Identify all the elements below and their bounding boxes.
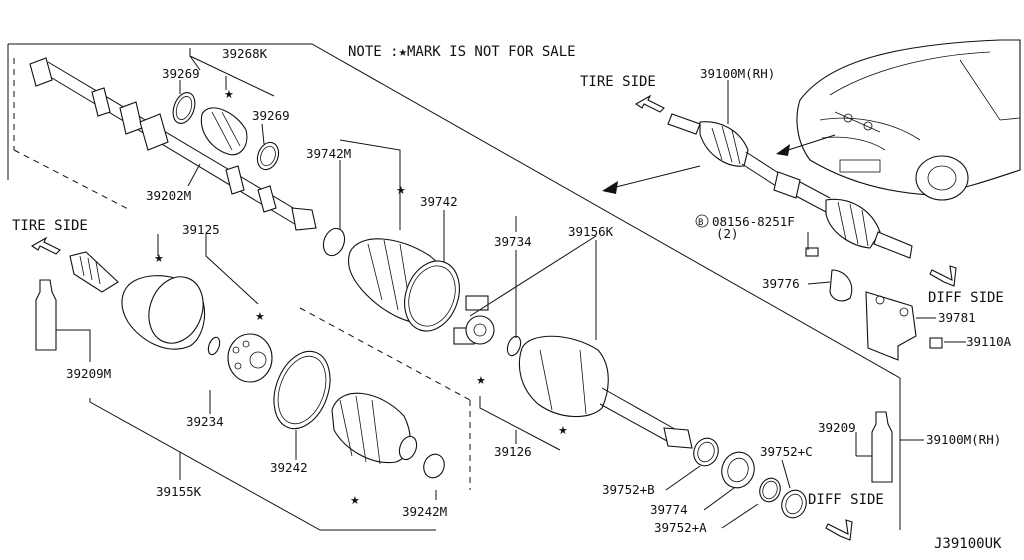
label-39209: 39209: [818, 420, 856, 435]
diff-side-right: DIFF SIDE: [928, 265, 1004, 306]
tripod-joint: [453, 295, 522, 357]
svg-text:★: ★: [476, 374, 486, 387]
label-39742M: 39742M: [306, 146, 351, 161]
label-39781: 39781: [938, 310, 976, 325]
svg-text:★: ★: [396, 184, 406, 197]
label-39752B: 39752+B: [602, 482, 655, 497]
label-39734: 39734: [494, 234, 532, 249]
inner-joint-housing: [518, 335, 693, 449]
center-boot: [322, 227, 460, 332]
label-39234: 39234: [186, 414, 224, 429]
note-text: NOTE :★MARK IS NOT FOR SALE: [348, 44, 576, 60]
label-39776: 39776: [762, 276, 800, 291]
svg-text:DIFF SIDE: DIFF SIDE: [928, 290, 1004, 306]
svg-text:TIRE SIDE: TIRE SIDE: [580, 74, 656, 90]
bearing-bracket: [805, 247, 943, 361]
svg-text:★: ★: [350, 494, 360, 507]
svg-text:08156-8251F: 08156-8251F: [712, 214, 795, 229]
svg-text:(2): (2): [716, 226, 739, 241]
outer-boot: [273, 350, 445, 479]
boot-kit-39268K: [172, 92, 280, 171]
label-39125: 39125: [182, 222, 220, 237]
arrow-up-left-icon: [634, 94, 665, 113]
leader-lines: [56, 48, 966, 531]
svg-text:★: ★: [255, 310, 265, 323]
label-39100M-top: 39100M(RH): [700, 66, 775, 81]
label-39269-a: 39269: [162, 66, 200, 81]
assembled-driveshaft: [667, 113, 913, 259]
dashed-box-left: [13, 58, 471, 490]
label-39774: 39774: [650, 502, 688, 517]
svg-text:★: ★: [154, 252, 164, 265]
svg-text:TIRE SIDE: TIRE SIDE: [12, 218, 88, 234]
direction-arrows: [602, 134, 836, 194]
svg-text:B: B: [698, 218, 703, 228]
label-39209M: 39209M: [66, 366, 111, 381]
label-39110A: 39110A: [966, 334, 1012, 349]
svg-text:★: ★: [558, 424, 568, 437]
label-39155K: 39155K: [156, 484, 202, 499]
arrow-up-left-icon: [30, 236, 61, 255]
label-39100M-right: 39100M(RH): [926, 432, 1001, 447]
label-39126: 39126: [494, 444, 532, 459]
car-illustration: [796, 39, 1021, 201]
svg-text:★: ★: [224, 88, 234, 101]
outer-joint: [69, 251, 273, 383]
tire-side-left: TIRE SIDE: [12, 218, 88, 255]
grease-tubes: [35, 279, 893, 483]
arrow-down-right-icon: [825, 519, 853, 541]
label-39202M: 39202M: [146, 188, 191, 203]
label-39156K: 39156K: [568, 224, 614, 239]
label-39242: 39242: [270, 460, 308, 475]
diagram-code: J39100UK: [934, 536, 1002, 552]
label-39742: 39742: [420, 194, 458, 209]
svg-text:DIFF SIDE: DIFF SIDE: [808, 492, 884, 508]
tire-side-top: TIRE SIDE: [580, 74, 665, 113]
intermediate-shaft: [29, 57, 317, 231]
label-39752A: 39752+A: [654, 520, 707, 535]
seals-bearings: [693, 437, 807, 519]
label-08156: B 08156-8251F (2): [695, 214, 795, 241]
label-39242M: 39242M: [402, 504, 447, 519]
label-39268K: 39268K: [222, 46, 268, 61]
part-labels: 39268K 39269 39269 39202M 39742M 39742 3…: [66, 46, 1012, 535]
frame: [7, 43, 901, 530]
arrow-down-right-icon: [929, 265, 957, 287]
star-marks: ★ ★ ★ ★ ★ ★ ★: [154, 88, 568, 507]
label-39752C: 39752+C: [760, 444, 813, 459]
label-39269-b: 39269: [252, 108, 290, 123]
diff-side-bottom: DIFF SIDE: [808, 492, 884, 541]
